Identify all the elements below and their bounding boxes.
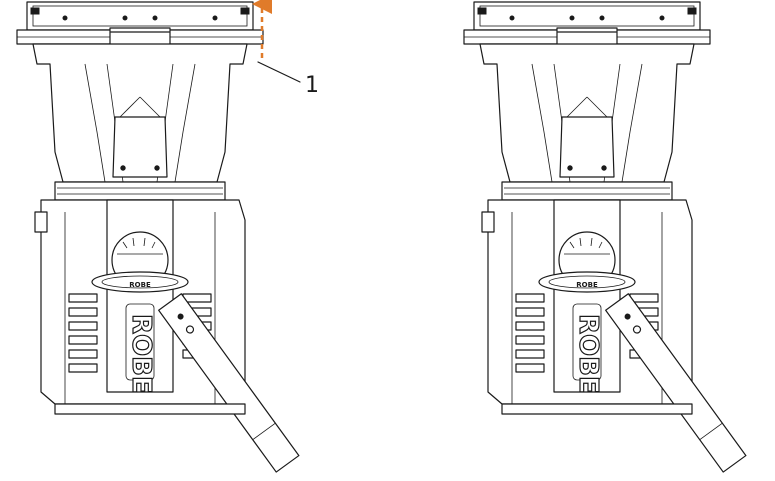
callout-number: 1 (305, 73, 319, 98)
fixture-left: ROBE ROBE (16, 1, 300, 473)
logo-text-right: ROBE (576, 281, 598, 289)
fixture-right: ROBE ROBE (463, 1, 747, 473)
callout-leader-line (257, 61, 301, 83)
logo-vertical-left: ROBE (126, 314, 156, 394)
logo-vertical-right: ROBE (573, 314, 603, 394)
logo-text-left: ROBE (129, 281, 151, 289)
